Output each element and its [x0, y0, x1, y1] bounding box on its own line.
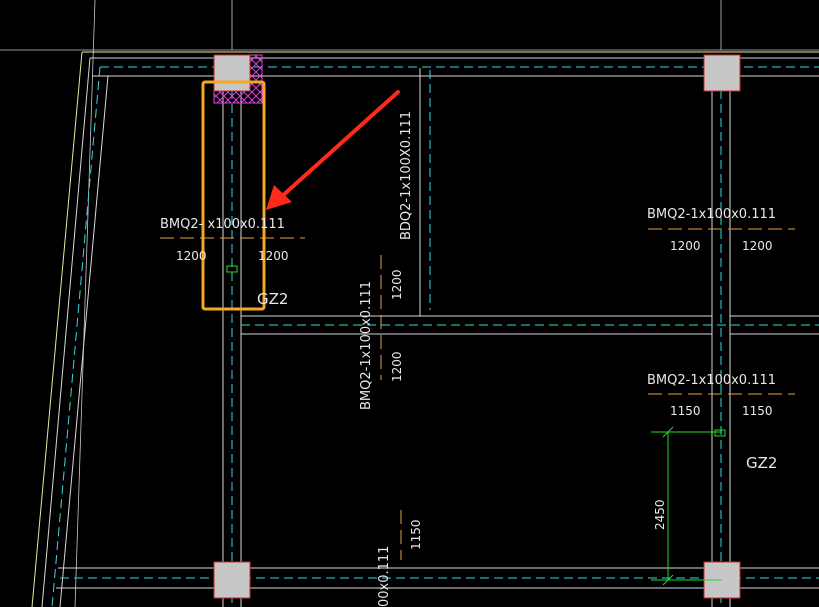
beam-label-right-top: BMQ2-1x100x0.111 [647, 207, 776, 222]
dimension-2450-text: 2450 [653, 499, 667, 530]
beam-label-left: BMQ2- x100x0.111 [160, 217, 285, 232]
span-dim-right-mid-a: 1150 [670, 404, 701, 418]
span-dim-right-top-a: 1200 [670, 239, 701, 253]
column-top-right [703, 54, 741, 92]
column-markers [226, 265, 726, 437]
beam-label-bottom-partial: 00x0.111 [377, 546, 392, 607]
column-bottom-left [213, 561, 251, 599]
beam-label-vertical-mid: BMQ2-1x100x0.111 [359, 281, 374, 410]
wall-centerlines [51, 66, 819, 607]
span-dim-vert-a: 1200 [390, 269, 404, 300]
dimension-2450 [651, 426, 722, 586]
column-tag-left: GZ2 [257, 290, 288, 308]
column-top-left [213, 54, 251, 92]
column-tag-right: GZ2 [746, 454, 777, 472]
span-dim-left-b: 1200 [258, 249, 289, 263]
wall-outlines [41, 57, 819, 607]
span-dim-right-top-b: 1200 [742, 239, 773, 253]
dimension-ticks [160, 228, 795, 560]
columns [213, 54, 741, 599]
beam-label-vertical-bdq: BDQ2-1x100X0.111 [399, 111, 414, 240]
pointer-arrow [266, 90, 400, 210]
span-dim-left-a: 1200 [176, 249, 207, 263]
span-dim-right-mid-b: 1150 [742, 404, 773, 418]
beam-label-right-mid: BMQ2-1x100x0.111 [647, 373, 776, 388]
highlight-box [201, 80, 266, 311]
span-dim-vert-b: 1200 [390, 351, 404, 382]
outer-boundary [31, 51, 819, 607]
span-dim-bottom-vert: 1150 [409, 519, 423, 550]
